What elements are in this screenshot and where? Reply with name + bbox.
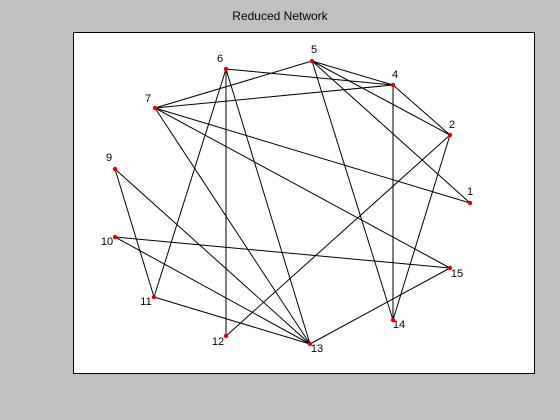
edge-7-1 xyxy=(154,107,471,204)
edge-6-4 xyxy=(225,68,394,86)
edge-9-11 xyxy=(114,168,155,298)
edge-11-13 xyxy=(153,296,311,345)
edge-5-4 xyxy=(311,60,394,86)
edges-layer xyxy=(114,60,471,345)
node-12 xyxy=(223,333,229,339)
node-label-5: 5 xyxy=(311,44,317,56)
node-label-11: 11 xyxy=(140,296,151,308)
edge-10-15 xyxy=(114,236,451,269)
node-10 xyxy=(112,234,118,240)
node-5 xyxy=(309,58,315,64)
node-11 xyxy=(151,294,157,300)
edge-6-13 xyxy=(225,68,311,345)
edge-5-14 xyxy=(311,60,394,321)
node-15 xyxy=(447,265,453,271)
edge-7-15 xyxy=(154,107,451,269)
edge-5-2 xyxy=(311,60,451,136)
plot-area xyxy=(73,32,535,374)
edge-7-4 xyxy=(154,84,394,109)
node-4 xyxy=(390,82,396,88)
node-label-6: 6 xyxy=(217,53,223,65)
edge-13-15 xyxy=(309,267,451,345)
edge-4-2 xyxy=(392,84,451,136)
node-7 xyxy=(152,105,158,111)
edge-6-11 xyxy=(153,68,227,298)
node-label-1: 1 xyxy=(467,186,473,198)
node-label-14: 14 xyxy=(393,319,405,331)
node-label-9: 9 xyxy=(106,152,112,164)
nodes-layer xyxy=(112,58,473,347)
edge-5-7 xyxy=(154,60,313,109)
node-label-4: 4 xyxy=(392,69,398,81)
edge-7-13 xyxy=(154,107,311,345)
node-label-7: 7 xyxy=(145,93,151,105)
node-label-13: 13 xyxy=(311,343,323,355)
edge-5-1 xyxy=(311,60,471,204)
node-label-2: 2 xyxy=(449,119,455,131)
node-label-12: 12 xyxy=(212,336,224,348)
node-label-15: 15 xyxy=(451,268,463,280)
edge-9-13 xyxy=(114,168,311,345)
node-1 xyxy=(467,200,473,206)
node-2 xyxy=(447,132,453,138)
node-label-10: 10 xyxy=(101,236,113,248)
figure-title: Reduced Network xyxy=(232,9,328,23)
node-14 xyxy=(390,317,396,323)
node-13 xyxy=(307,341,313,347)
edge-10-13 xyxy=(114,236,311,345)
edge-2-14 xyxy=(392,134,451,321)
node-9 xyxy=(112,166,118,172)
node-6 xyxy=(223,66,229,72)
